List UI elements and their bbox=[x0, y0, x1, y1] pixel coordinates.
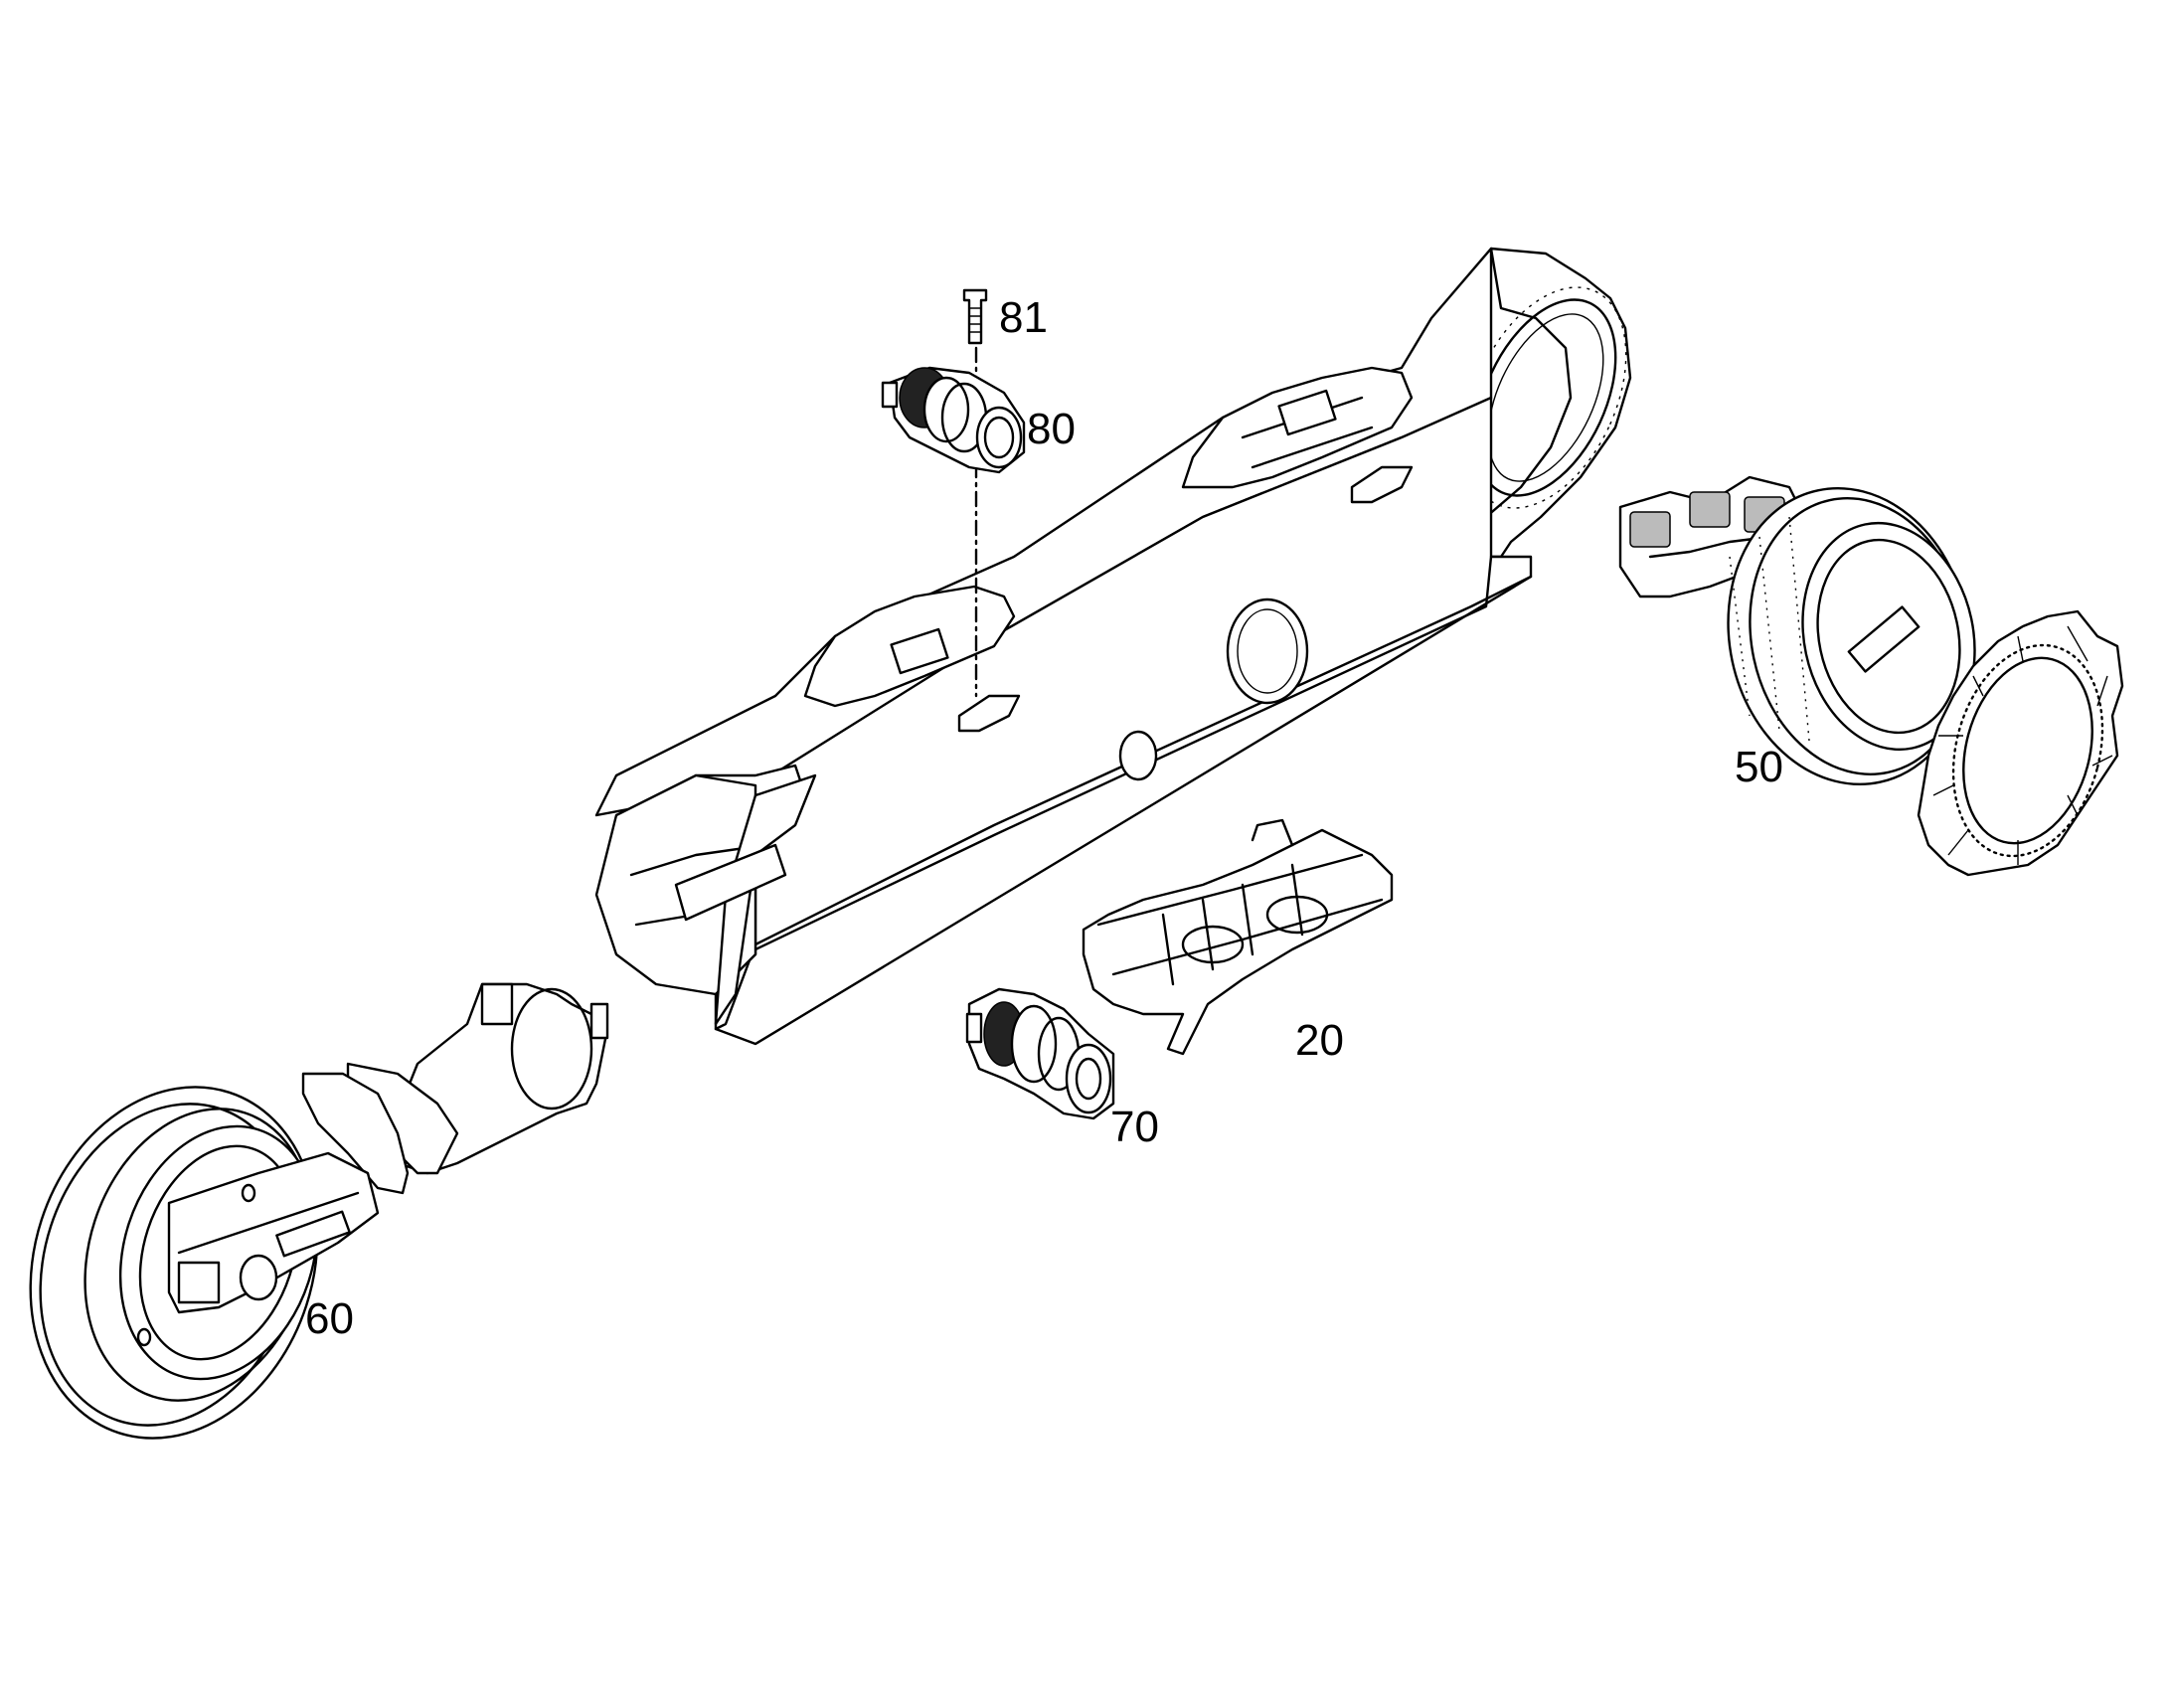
bolt-81 bbox=[962, 288, 988, 345]
callout-70: 70 bbox=[1110, 1103, 1159, 1151]
carrier-roller-80 bbox=[881, 366, 1026, 474]
callout-80: 80 bbox=[1027, 405, 1076, 453]
callout-50: 50 bbox=[1735, 743, 1783, 791]
track-roller-70 bbox=[965, 987, 1115, 1120]
track-guide-20 bbox=[1082, 818, 1394, 1056]
idler-assembly-60 bbox=[29, 982, 609, 1440]
callout-20: 20 bbox=[1295, 1016, 1344, 1065]
track-frame bbox=[594, 247, 1632, 1046]
final-drive-50 bbox=[1618, 475, 2124, 877]
callout-81: 81 bbox=[999, 293, 1048, 342]
callout-60: 60 bbox=[305, 1294, 354, 1343]
